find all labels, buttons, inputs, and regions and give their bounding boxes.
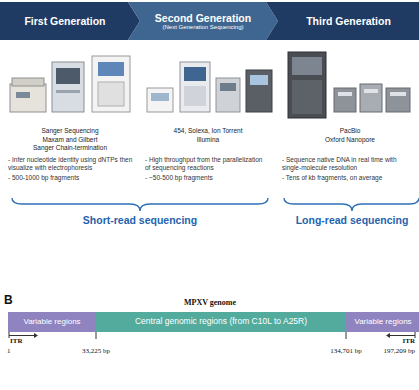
itr-marker	[34, 333, 38, 338]
generation-header: First Generation	[0, 2, 140, 40]
genome-region-fill	[346, 312, 419, 332]
header-text: Third Generation	[306, 15, 391, 27]
instrument-picture	[151, 93, 169, 101]
instrument-picture	[12, 78, 44, 86]
curly-brace	[12, 198, 419, 211]
feature-bullet: - Sequence native DNA in real time with …	[282, 156, 414, 172]
instrument-picture	[180, 62, 210, 112]
feature-bullet: - High throughput from the parallelizati…	[145, 156, 269, 172]
position-label: 197,209 bp	[368, 347, 415, 356]
instrument-picture	[250, 75, 268, 85]
itr-marker	[390, 335, 415, 336]
instrument-picture	[220, 83, 236, 91]
instrument-picture	[288, 52, 326, 118]
header-text: Variable regions	[354, 317, 411, 326]
genome-region-fill	[96, 312, 346, 332]
itr-marker	[9, 332, 415, 338]
header-text: Variable regions	[23, 317, 80, 326]
curly-brace	[284, 198, 419, 211]
generation-header: Third Generation	[266, 2, 419, 40]
itr-marker	[9, 335, 34, 336]
header-text: First Generation	[24, 15, 105, 27]
instrument-name: Oxford Nanopore	[290, 136, 410, 144]
itr-marker	[386, 333, 390, 338]
instrument-picture	[98, 82, 124, 106]
instrument-name: Illumina	[143, 136, 273, 144]
header-text: Central genomic regions (from C10L to A2…	[135, 317, 307, 327]
feature-bullet: - 500-1000 bp fragments	[8, 174, 136, 182]
subheader-text: (Next Generation Sequencing)	[162, 24, 243, 31]
instrument-name: 454, Solexa, Ion Torrent	[143, 127, 273, 135]
feature-bullet: - Infer nucleotide identity using dNTPs …	[8, 156, 136, 172]
generation-header-fill	[0, 2, 140, 40]
read-type-label: Short-read sequencing	[30, 214, 250, 227]
instrument-picture	[338, 92, 352, 96]
curly-brace	[12, 198, 268, 211]
instrument-picture	[334, 88, 356, 112]
header-text: Second Generation	[155, 12, 251, 24]
read-type-label: Long-read sequencing	[288, 214, 416, 227]
genome-region-fill	[8, 312, 96, 332]
instrument-picture	[92, 56, 130, 112]
instrument-name: Maxam and Gilbert	[5, 136, 135, 144]
instrument-picture	[147, 88, 173, 112]
genome-tick	[96, 332, 97, 339]
instrument-picture	[56, 68, 80, 84]
panel-letter: B	[4, 293, 20, 308]
genome-region: Variable regions	[8, 312, 96, 332]
generation-header-fill	[266, 2, 419, 40]
instrument-picture	[292, 57, 322, 75]
instrument-picture	[56, 90, 80, 93]
instrument-picture	[390, 92, 406, 96]
generation-header: Second Generation(Next Generation Sequen…	[128, 2, 278, 40]
genome-tick	[9, 332, 346, 339]
genome-region: Central genomic regions (from C10L to A2…	[96, 312, 346, 332]
genome-tick	[346, 332, 347, 339]
feature-bullet: - Tens of kb fragments, on average	[282, 174, 414, 182]
position-label: 1	[7, 347, 27, 356]
instrument-picture	[184, 67, 206, 81]
generation-header-fill	[128, 2, 278, 40]
genome-title: MPXV genome	[140, 298, 280, 308]
instrument-picture	[10, 84, 46, 112]
instrument-picture	[292, 80, 322, 114]
position-label: 33,225 bp	[61, 347, 131, 356]
instrument-picture	[364, 89, 378, 93]
instrument-picture	[147, 62, 272, 112]
instrument-name: PacBio	[290, 127, 410, 135]
itr-label: ITR	[380, 337, 415, 346]
instrument-picture	[288, 52, 410, 118]
instrument-picture	[386, 88, 410, 112]
instrument-name: Sanger Sequencing	[5, 127, 135, 135]
instrument-picture	[98, 62, 124, 76]
genome-region: Variable regions	[346, 312, 419, 332]
position-label: 134,701 bp	[311, 347, 381, 356]
instrument-picture	[184, 86, 206, 106]
instrument-picture	[246, 70, 272, 112]
instrument-picture	[216, 78, 240, 112]
instrument-name: Sanger Chain-termination	[5, 144, 135, 152]
instrument-picture	[16, 92, 30, 98]
itr-label: ITR	[10, 337, 40, 346]
instrument-picture	[10, 56, 130, 112]
instrument-picture	[52, 62, 84, 112]
feature-bullet: - ~50-500 bp fragments	[145, 174, 269, 182]
instrument-picture	[360, 84, 382, 112]
